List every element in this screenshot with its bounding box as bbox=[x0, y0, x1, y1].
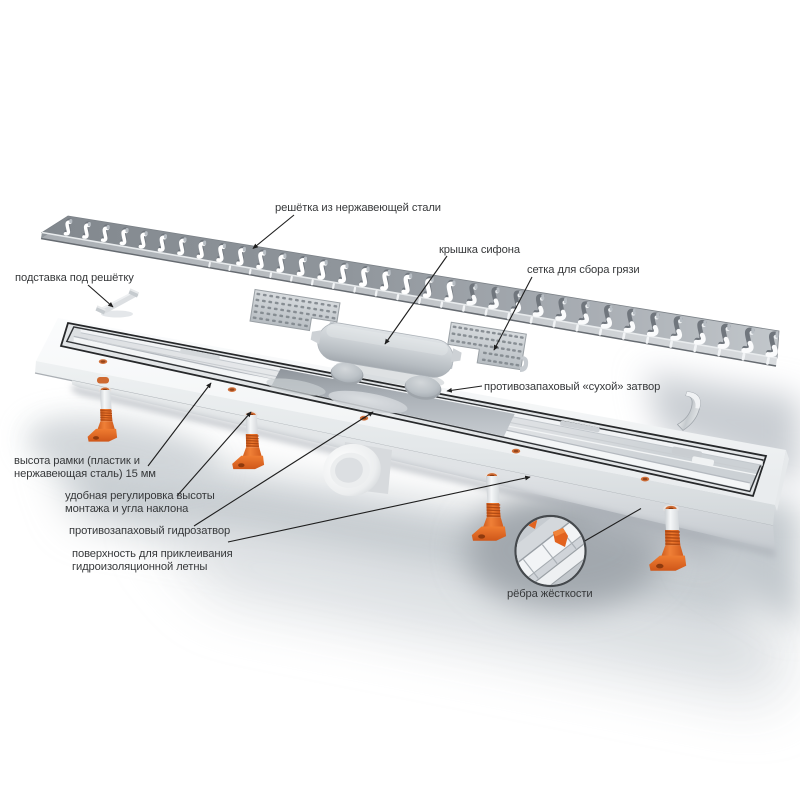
svg-text:сетка для сбора грязи: сетка для сбора грязи bbox=[527, 264, 640, 276]
svg-text:нержавеющая сталь) 15 мм: нержавеющая сталь) 15 мм bbox=[14, 468, 156, 480]
svg-text:крышка сифона: крышка сифона bbox=[439, 244, 521, 256]
svg-text:высота рамки (пластик и: высота рамки (пластик и bbox=[14, 455, 140, 467]
svg-text:рёбра жёсткости: рёбра жёсткости bbox=[507, 588, 593, 600]
svg-text:поверхность для приклеивания: поверхность для приклеивания bbox=[72, 548, 233, 560]
svg-text:подставка под решётку: подставка под решётку bbox=[15, 272, 134, 284]
svg-text:гидроизоляционной летны: гидроизоляционной летны bbox=[72, 561, 207, 573]
svg-text:удобная регулировка высоты: удобная регулировка высоты bbox=[65, 490, 215, 502]
svg-text:решётка из нержавеющей стали: решётка из нержавеющей стали bbox=[275, 202, 441, 214]
svg-text:противозапаховый гидрозатвор: противозапаховый гидрозатвор bbox=[69, 525, 230, 537]
svg-text:монтажа и угла наклона: монтажа и угла наклона bbox=[65, 503, 189, 515]
svg-text:противозапаховый «сухой» затво: противозапаховый «сухой» затвор bbox=[484, 381, 660, 393]
